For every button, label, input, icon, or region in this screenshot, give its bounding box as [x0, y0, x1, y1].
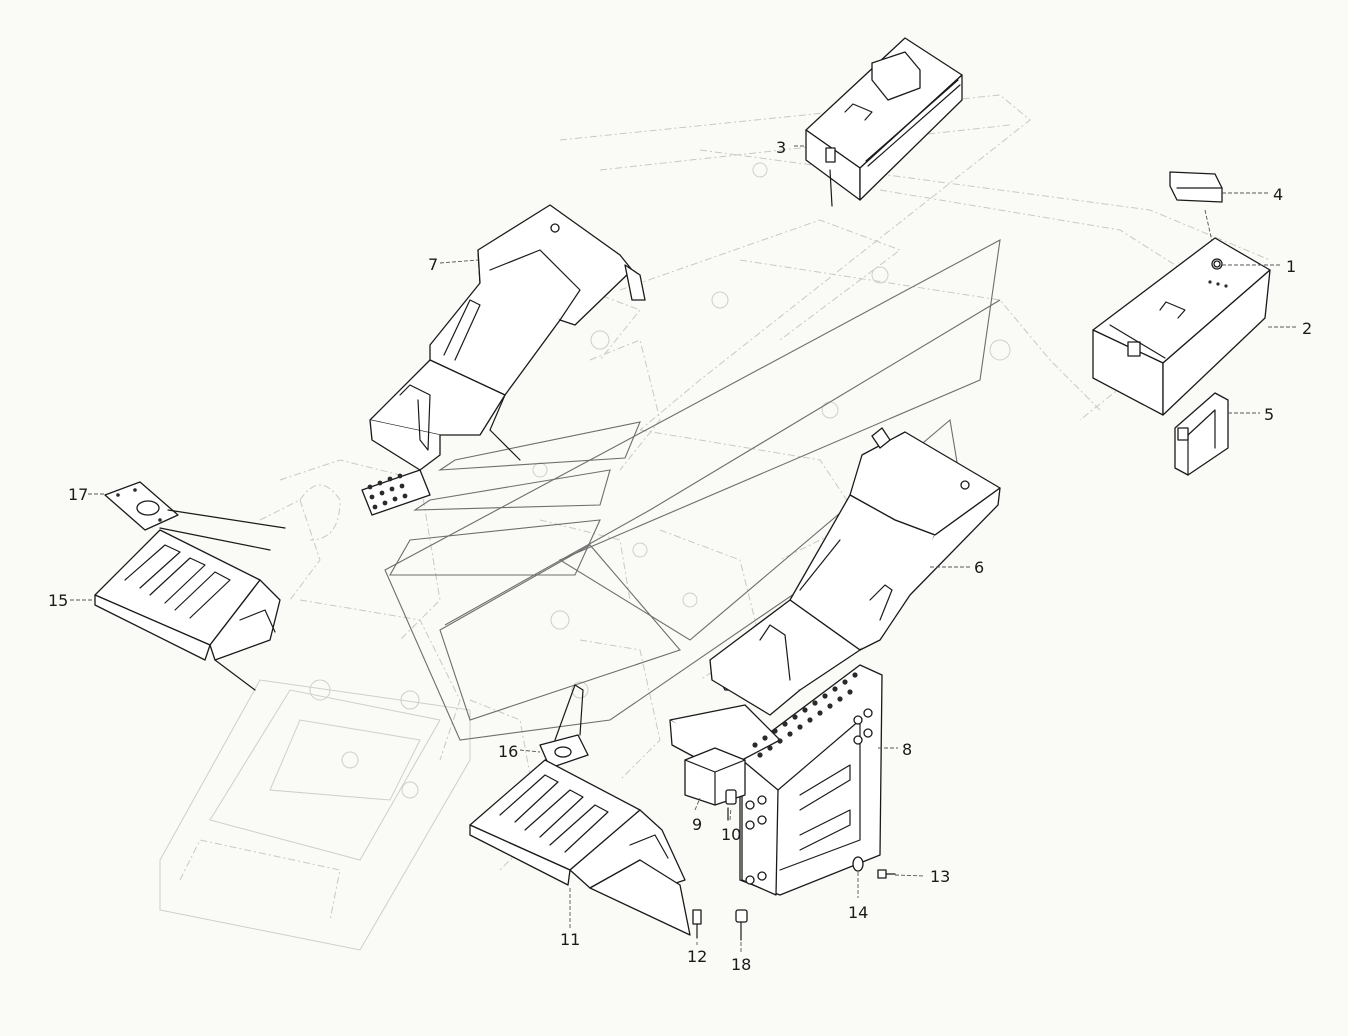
part-13-screw [877, 869, 926, 879]
part-15-left-step-pad [94, 529, 281, 691]
part-8-side-bolts [745, 708, 873, 885]
callout-2: 2 [1302, 319, 1312, 338]
callout-1: 1 [1286, 257, 1296, 276]
part-10-bolt [725, 789, 737, 821]
callout-labels: 1 2 3 4 5 6 7 8 9 10 11 12 13 14 15 16 1… [48, 138, 1312, 974]
part-7-step-bolts [367, 473, 408, 510]
callout-14: 14 [848, 903, 868, 922]
part-1-cap [1213, 260, 1221, 268]
callout-leaders [70, 145, 1298, 952]
part-5-hold-down-bracket [1174, 392, 1229, 476]
part-4-pad [1169, 171, 1223, 256]
callout-13: 13 [930, 867, 950, 886]
callout-9: 9 [692, 815, 702, 834]
callout-4: 4 [1273, 185, 1283, 204]
part-18-fitting [735, 909, 748, 941]
callout-7: 7 [428, 255, 438, 274]
part-8-step-ladder [669, 664, 883, 896]
callout-3: 3 [776, 138, 786, 157]
callout-18: 18 [731, 955, 751, 974]
part-16-front-plate [539, 684, 589, 769]
part-17-mounting-plate [104, 481, 286, 551]
callout-12: 12 [687, 947, 707, 966]
callout-6: 6 [974, 558, 984, 577]
walkway-chevron-guides [384, 239, 1001, 741]
part-8-bolt-row [752, 672, 858, 758]
callout-10: 10 [721, 825, 741, 844]
part-6-right-fender [709, 427, 1001, 716]
part-14-washer [852, 856, 864, 872]
callout-17: 17 [68, 485, 88, 504]
part-3-tool-box [805, 37, 963, 207]
part-11-front-step-pad [469, 759, 691, 936]
part-7-left-fender [361, 204, 646, 516]
chassis-frame-ghost [159, 94, 1271, 951]
callout-15: 15 [48, 591, 68, 610]
callout-16: 16 [498, 742, 518, 761]
callout-5: 5 [1264, 405, 1274, 424]
part-12-screw [692, 909, 702, 939]
callout-11: 11 [560, 930, 580, 949]
callout-8: 8 [902, 740, 912, 759]
